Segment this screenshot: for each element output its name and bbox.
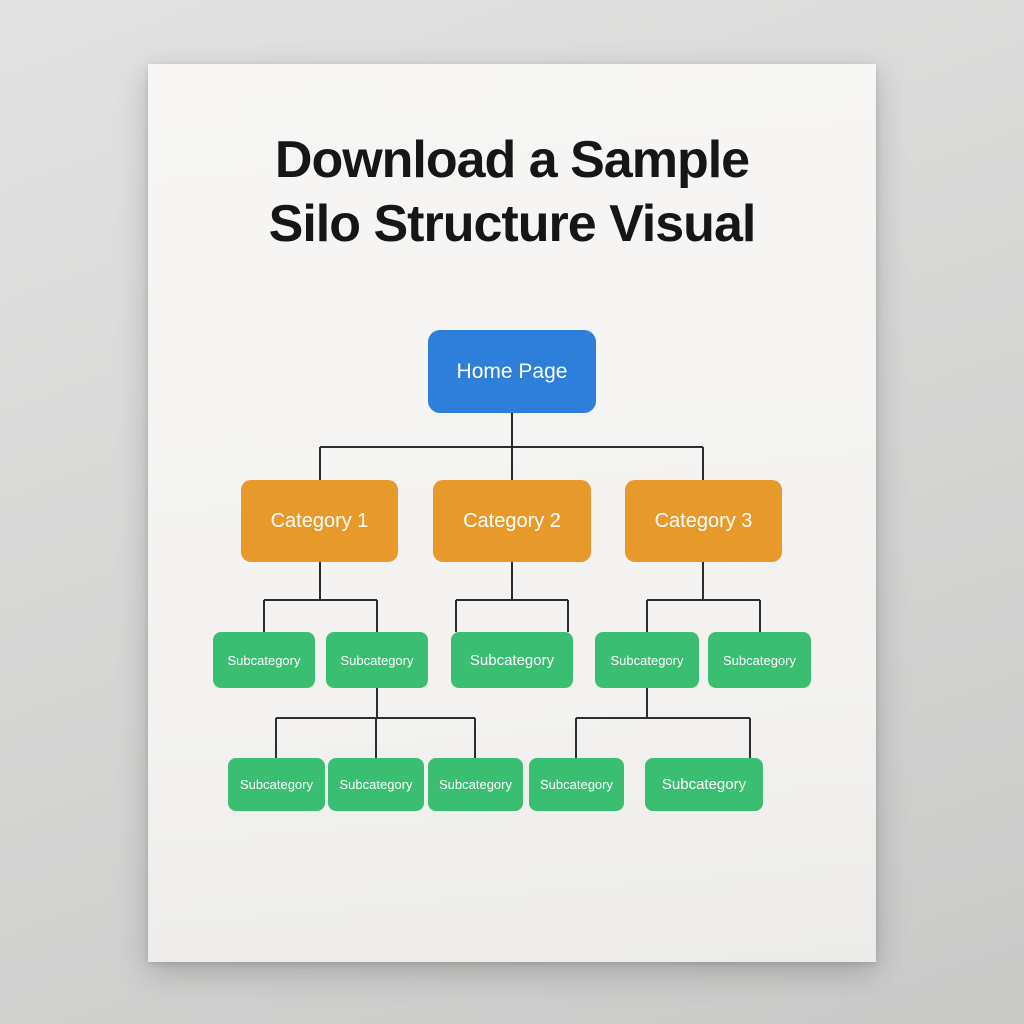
node-subcategory-c1-2-1: Subcategory [228, 758, 325, 811]
node-subcategory-c1-2-3: Subcategory [428, 758, 523, 811]
node-subcategory-c1-1: Subcategory [213, 632, 315, 688]
node-subcategory-c1-2-2: Subcategory [328, 758, 424, 811]
page-title-line-1: Download a Sample [274, 131, 750, 189]
page-title: Download a Sample Silo Structure Visual [148, 128, 876, 256]
node-category-3: Category 3 [625, 480, 782, 562]
node-subcategory-c2-1: Subcategory [451, 632, 573, 688]
node-home-page: Home Page [428, 330, 596, 413]
page-title-line-2: Silo Structure Visual [268, 195, 757, 253]
node-category-1: Category 1 [241, 480, 398, 562]
node-subcategory-c3-1: Subcategory [595, 632, 699, 688]
node-subcategory-c1-2: Subcategory [326, 632, 428, 688]
node-subcategory-c3-1-2: Subcategory [645, 758, 763, 811]
node-subcategory-c3-2: Subcategory [708, 632, 811, 688]
node-subcategory-c3-1-1: Subcategory [529, 758, 624, 811]
node-category-2: Category 2 [433, 480, 591, 562]
